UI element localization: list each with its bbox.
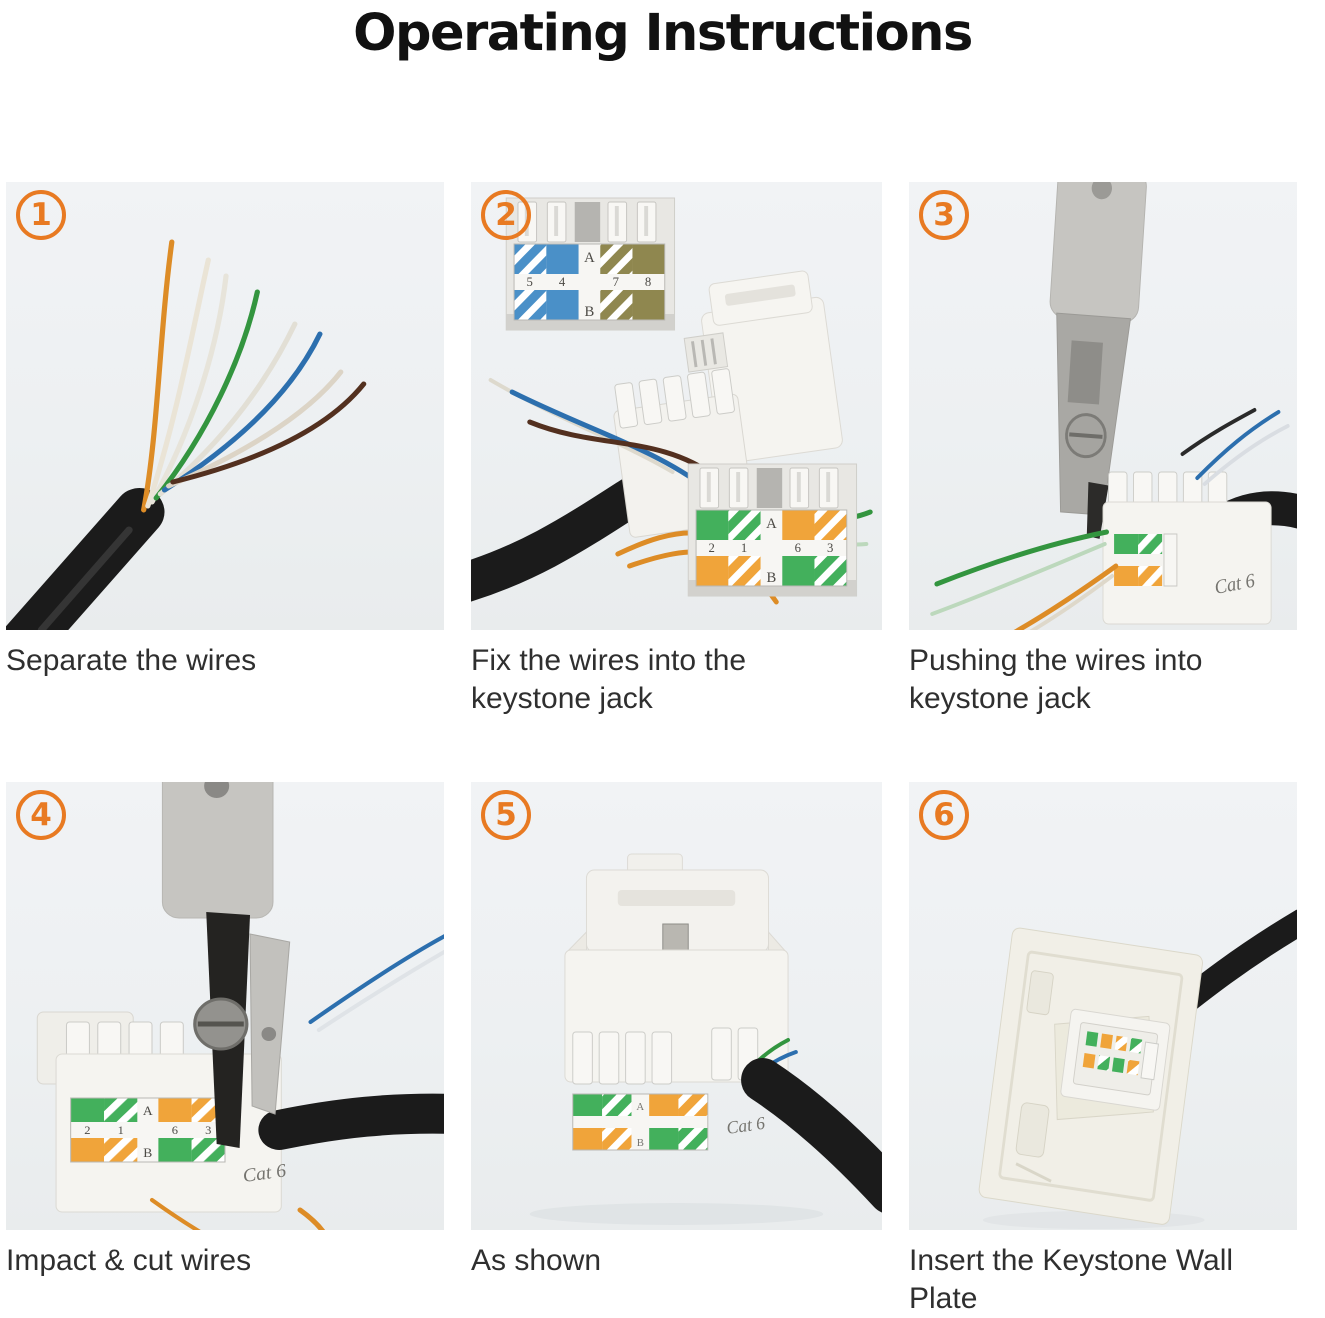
keystone-jack: A B 2 1 6 3 Cat 6 [36, 1011, 288, 1213]
step-number: 3 [933, 197, 955, 234]
step-number-badge: 3 [919, 190, 969, 241]
step-number-badge: 5 [481, 790, 531, 841]
wiring-label-blue-pair: A B 5 4 7 8 [505, 197, 676, 331]
step-number: 1 [30, 197, 52, 234]
separate-wires-illustration [6, 239, 367, 631]
step-number-badge: 1 [16, 190, 66, 241]
step-caption: Separate the wires [6, 644, 257, 678]
step-number: 5 [495, 797, 517, 834]
label-pin: 6 [795, 541, 802, 555]
label-row-a: A [584, 250, 595, 266]
keystone-jack-back [1060, 1009, 1171, 1111]
wiring-label-green-orange: A B 2 1 6 3 [687, 463, 858, 597]
step-number: 6 [933, 797, 955, 834]
label-pin: 1 [118, 1124, 124, 1138]
wiring-label-green-orange: A B [572, 1093, 709, 1151]
step-caption: Impact & cut wires [6, 1244, 252, 1278]
label-row-b: B [767, 570, 777, 586]
steps-grid: 1 Separate the wires [0, 182, 1325, 1318]
step-6-photo: 6 [909, 782, 1297, 1231]
label-row-a: A [636, 1101, 644, 1113]
label-pin: 1 [741, 541, 747, 555]
step-3-photo: Cat 6 3 [909, 182, 1297, 631]
step-4: A B 2 1 6 3 Cat 6 [6, 782, 444, 1318]
label-row-a: A [766, 516, 777, 532]
label-row-b: B [143, 1146, 152, 1161]
step-6: 6 Insert the Keystone Wall Plate [909, 782, 1297, 1318]
label-pin: 2 [709, 541, 715, 555]
label-pin: 3 [827, 541, 833, 555]
label-row-a: A [143, 1104, 153, 1119]
utp-cable [6, 488, 165, 631]
jack-marking: Cat 6 [725, 1113, 766, 1139]
step-number: 4 [30, 797, 52, 834]
step-number-badge: 2 [481, 190, 531, 241]
keystone-jack: Cat 6 [1102, 471, 1272, 625]
page-title: Operating Instructions [353, 4, 973, 63]
separated-wires [141, 239, 367, 513]
step-1-photo: 1 [6, 182, 444, 631]
label-row-b: B [637, 1137, 644, 1149]
step-caption: Insert the Keystone Wall Plate [909, 1244, 1234, 1316]
punch-down-tool [1049, 182, 1147, 540]
step-number: 2 [495, 197, 517, 234]
step-4-photo: A B 2 1 6 3 Cat 6 [6, 782, 444, 1231]
label-pin: 8 [645, 275, 651, 289]
shadow [529, 1203, 824, 1226]
step-number-badge: 6 [919, 790, 969, 841]
loose-wires [930, 408, 1290, 631]
step-2-photo: A B 5 4 7 8 [471, 182, 882, 631]
impact-tool [161, 782, 291, 1149]
impact-cut-illustration: A B 2 1 6 3 Cat 6 [36, 782, 444, 1231]
fix-wires-illustration: A B 5 4 7 8 [471, 197, 873, 605]
utp-cable [471, 478, 650, 602]
label-pin: 4 [559, 275, 566, 289]
step-5-photo: A B Cat 6 5 [471, 782, 882, 1231]
push-wires-illustration: Cat 6 [930, 182, 1297, 631]
label-row-b: B [585, 304, 595, 320]
step-caption: Fix the wires into the keystone jack [471, 644, 747, 716]
step-3: Cat 6 3 Pushing the wires into keystone … [909, 182, 1297, 718]
step-number-badge: 4 [16, 790, 66, 841]
step-1: 1 Separate the wires [6, 182, 444, 718]
label-pin: 3 [205, 1124, 211, 1138]
wiring-label-green-orange: A B 2 1 6 3 [70, 1097, 226, 1163]
step-caption: Pushing the wires into keystone jack [909, 644, 1203, 716]
step-5: A B Cat 6 5 As shown [471, 782, 882, 1318]
label-pin: 6 [172, 1124, 178, 1138]
utp-cable [258, 1093, 444, 1151]
wall-plate-illustration [978, 909, 1297, 1230]
label-pin: 5 [527, 275, 533, 289]
utp-cable [741, 1058, 882, 1213]
step-caption: As shown [471, 1244, 602, 1278]
step-2: A B 5 4 7 8 [471, 182, 882, 718]
label-pin: 7 [613, 275, 620, 289]
finished-jack-illustration: A B Cat 6 [529, 853, 882, 1226]
loose-wires [149, 934, 444, 1231]
label-pin: 2 [84, 1124, 90, 1138]
keystone-jack-front: A B Cat 6 [564, 853, 789, 1151]
